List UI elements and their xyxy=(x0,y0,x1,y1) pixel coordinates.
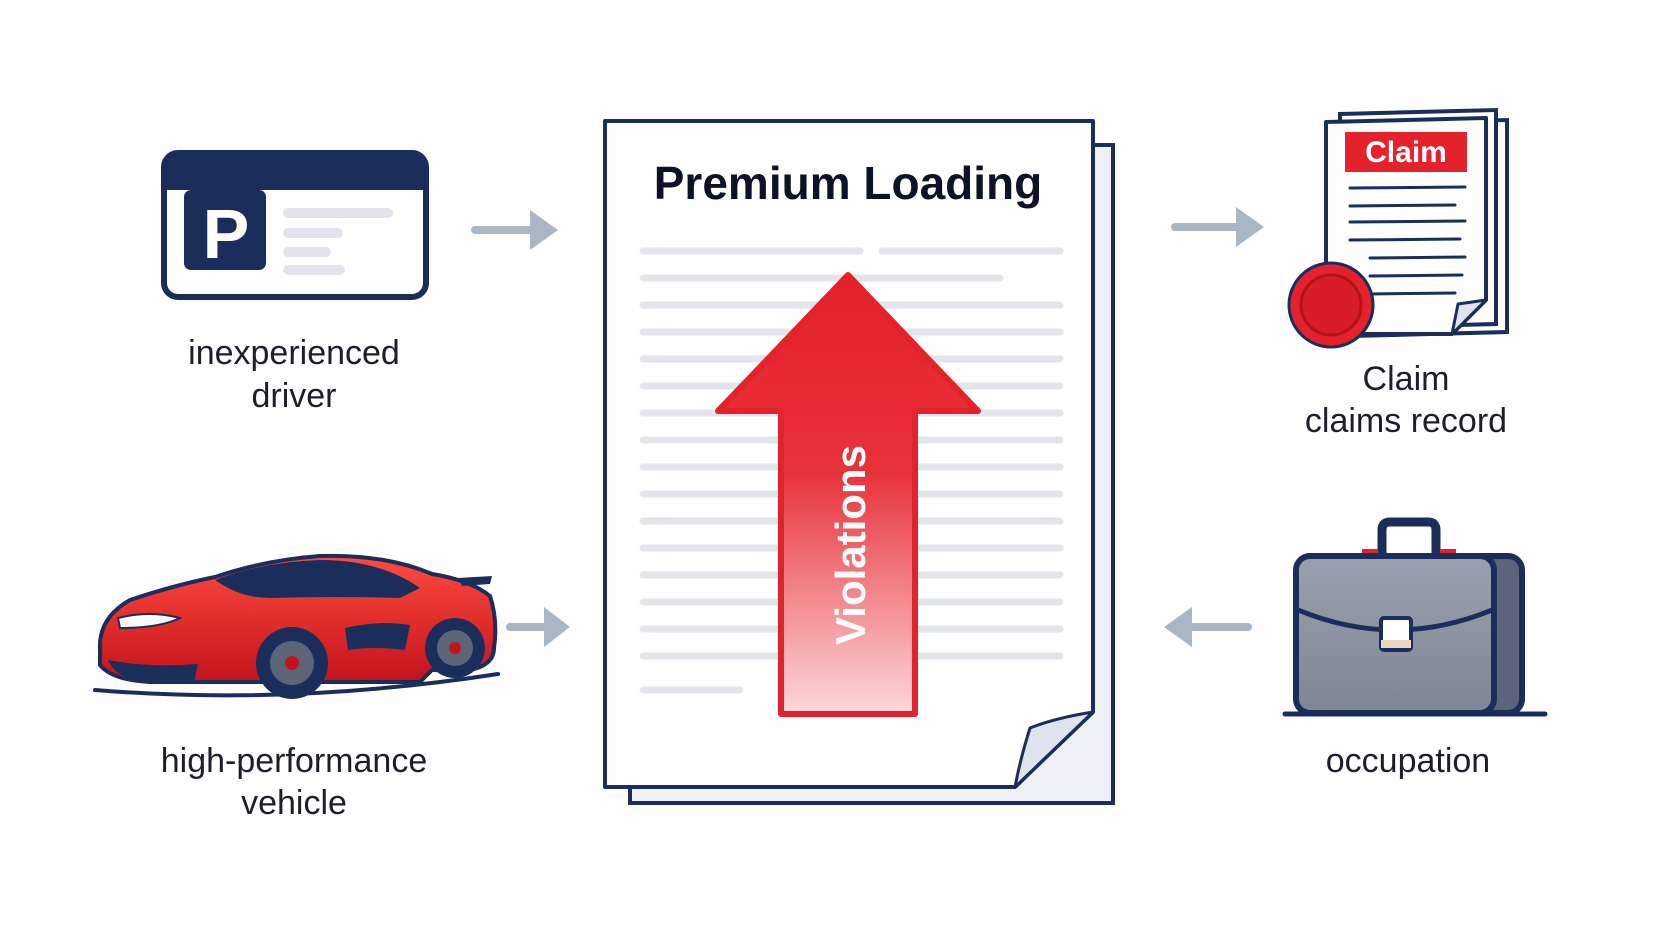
flow-arrow-occupation xyxy=(1164,607,1252,647)
arrow-label: Violations xyxy=(827,445,874,645)
flow-arrow-claims xyxy=(1171,207,1264,247)
occupation-label: occupation xyxy=(1326,742,1490,780)
document-title: Premium Loading xyxy=(654,157,1042,209)
claim-seal xyxy=(1287,261,1375,349)
claim-stamp-text: Claim xyxy=(1365,136,1447,169)
briefcase-icon xyxy=(1282,517,1548,717)
claims-label-line2: claims record xyxy=(1305,402,1507,440)
claim-documents-icon: Claim xyxy=(1287,107,1509,349)
vehicle-label-line1: high-performance xyxy=(161,742,427,780)
flow-arrow-vehicle xyxy=(506,607,570,647)
document-fold-corner xyxy=(1013,710,1095,789)
flow-arrow-driver xyxy=(471,210,558,250)
driver-label-line2: driver xyxy=(251,377,336,415)
license-badge-letter: P xyxy=(203,195,250,273)
claims-label-line1: Claim xyxy=(1363,360,1450,398)
upward-arrow xyxy=(715,272,981,717)
license-card-icon: P xyxy=(161,150,429,300)
sports-car-icon xyxy=(93,553,500,699)
vehicle-label-line2: vehicle xyxy=(241,784,347,822)
driver-label-line1: inexperienced xyxy=(188,334,400,372)
premium-document: Premium Loading Violations xyxy=(603,119,1115,805)
